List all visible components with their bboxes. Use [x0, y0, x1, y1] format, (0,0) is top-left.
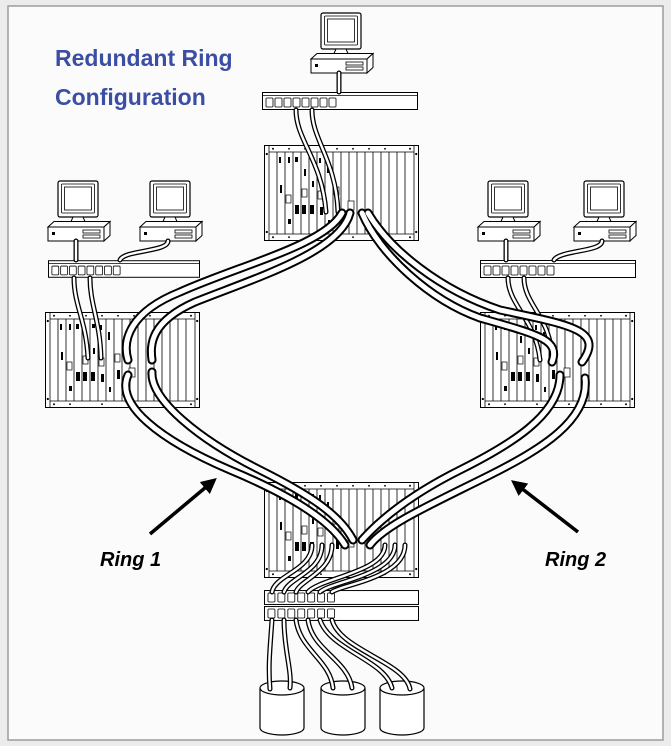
diagram-title-line-1: Redundant Ring	[55, 45, 233, 71]
storage-disk-3	[380, 681, 424, 735]
storage-disk-2	[321, 681, 365, 735]
storage-group	[260, 681, 424, 735]
hub-right	[481, 261, 636, 278]
diagram-title-line-2: Configuration	[55, 84, 206, 110]
patch-panel-lower	[264, 607, 418, 621]
storage-disk-1	[260, 681, 304, 735]
hub-left	[48, 261, 199, 278]
hub-top	[263, 93, 418, 110]
ring-1-label: Ring 1	[100, 549, 161, 571]
patch-panel-upper	[264, 591, 418, 605]
ring-2-label: Ring 2	[545, 549, 606, 571]
